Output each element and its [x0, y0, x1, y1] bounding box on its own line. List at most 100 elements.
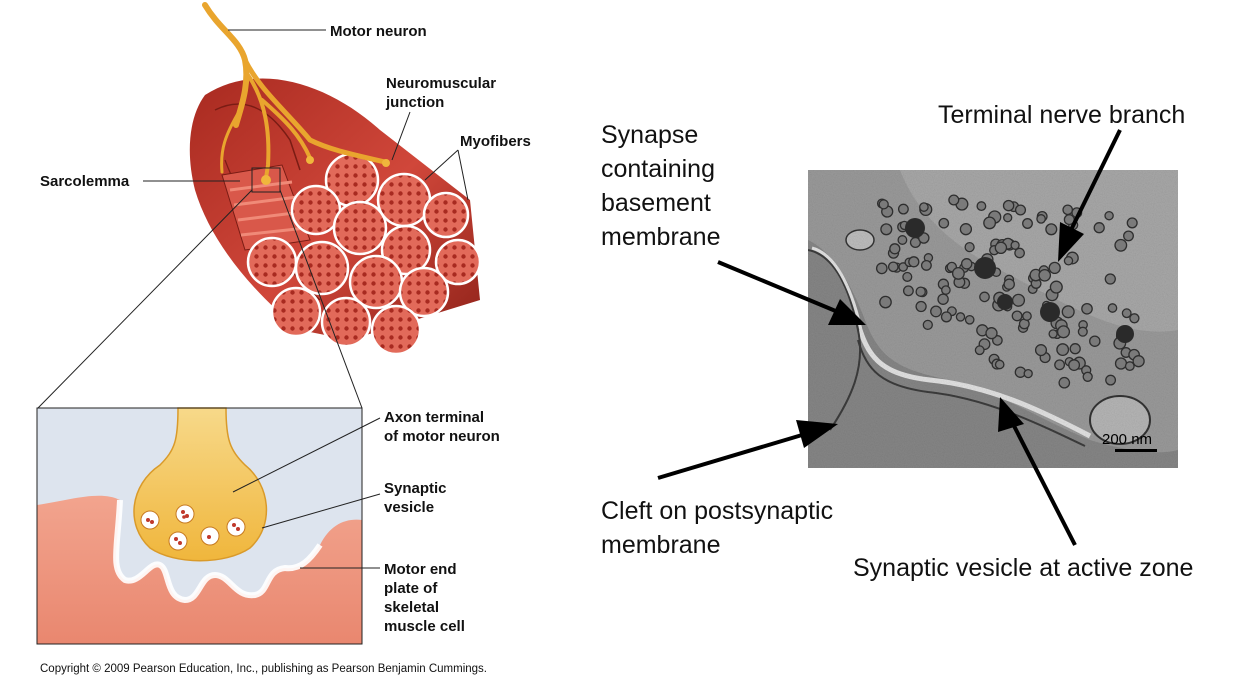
em-vesicle [1056, 343, 1070, 357]
em-vesicle [1022, 311, 1032, 321]
em-vesicle [994, 359, 1005, 370]
electron-micrograph: 200 nm [807, 170, 1178, 468]
em-vesicle [1010, 240, 1020, 250]
dense-core-vesicle [905, 218, 925, 238]
em-vesicle [915, 286, 926, 297]
em-vesicle [897, 203, 909, 215]
em-vesicle [938, 217, 950, 229]
label-myofibers: Myofibers [460, 133, 531, 150]
em-vesicle [955, 312, 966, 322]
label-motor-neuron: Motor neuron [330, 23, 427, 40]
label-active-zone: Synaptic vesicle at active zone [853, 554, 1193, 582]
em-vesicle [979, 291, 990, 303]
em-vesicle [1011, 293, 1026, 307]
em-vesicle [1093, 222, 1105, 234]
label-cleft-line1: Cleft on postsynaptic [601, 497, 833, 525]
right-labels: Synapse containing basement membrane Ter… [601, 101, 1193, 582]
label-synapse-line4: membrane [601, 223, 721, 251]
em-vesicle [951, 266, 965, 280]
em-vesicle [1062, 204, 1074, 216]
label-cleft-line2: membrane [601, 531, 721, 559]
em-vesicle [919, 202, 929, 212]
myofiber [376, 172, 432, 228]
em-vesicle [985, 327, 998, 340]
label-axon-line2: of motor neuron [384, 428, 500, 445]
em-vesicle [1014, 247, 1025, 259]
label-axon-line1: Axon terminal [384, 409, 484, 426]
myofiber [370, 304, 422, 356]
em-vesicle [915, 300, 927, 313]
em-vesicle [1048, 261, 1061, 275]
em-vesicle [1036, 214, 1046, 224]
em-vesicle [1114, 238, 1128, 252]
em-vesicle [1121, 308, 1132, 319]
dense-core-vesicle [1040, 302, 1060, 322]
synapse-inset [36, 407, 363, 645]
em-vesicle [1077, 326, 1088, 337]
em-vesicle [994, 241, 1008, 255]
em-vesicle [922, 319, 933, 331]
em-vesicle [1048, 329, 1058, 339]
em-vesicle [1082, 371, 1093, 382]
label-synapse-line2: containing [601, 155, 715, 183]
em-vesicle [1104, 273, 1116, 285]
label-vesicle-line2: vesicle [384, 499, 434, 516]
label-endplate-line4: muscle cell [384, 618, 465, 635]
em-vesicle [1129, 313, 1140, 324]
myofiber [398, 266, 450, 318]
em-vesicle [878, 199, 889, 210]
em-vesicle [1089, 335, 1101, 347]
em-vesicle [1056, 325, 1071, 339]
em-vesicle [964, 314, 975, 325]
myofiber [270, 286, 322, 338]
em-vesicle [1104, 210, 1114, 221]
em-vesicle [1123, 230, 1134, 242]
zoom-lines [37, 189, 363, 409]
em-vesicle [1023, 368, 1033, 379]
em-vesicle [1022, 218, 1033, 229]
em-vesicle [1045, 223, 1058, 236]
em-vesicle [897, 235, 908, 245]
em-vesicle [940, 311, 952, 323]
em-vesicle-cluster [875, 194, 1145, 389]
em-vesicle [1011, 310, 1023, 322]
em-vesicle [1002, 199, 1015, 212]
motor-neuron-illustration [202, 2, 390, 193]
em-vesicle [1014, 204, 1027, 216]
muscle-illustration [189, 78, 482, 356]
label-endplate-line2: plate of [384, 580, 438, 597]
em-vesicle [1105, 374, 1117, 386]
em-vesicle [930, 305, 942, 318]
em-vesicle [960, 258, 973, 270]
em-vesicle [1049, 280, 1063, 294]
em-vesicle [1068, 359, 1081, 372]
em-vesicle [902, 271, 913, 282]
em-vesicle [1054, 359, 1066, 371]
em-vesicle [1114, 357, 1128, 370]
em-vesicle [1034, 344, 1048, 357]
em-vesicle [1061, 305, 1075, 319]
em-vesicle [1126, 217, 1138, 229]
myofiber [422, 191, 470, 239]
label-synapse-line3: basement [601, 189, 711, 217]
synaptic-vesicles [140, 504, 246, 551]
em-vesicle [1124, 361, 1135, 372]
em-vesicle [889, 243, 901, 255]
myofiber [434, 238, 482, 286]
em-vesicle [964, 241, 975, 253]
label-endplate-line3: skeletal [384, 599, 439, 616]
em-vesicle [1069, 343, 1081, 355]
label-nmj-line2: junction [385, 94, 444, 111]
em-vesicle [937, 293, 949, 305]
myofiber [332, 200, 388, 256]
copyright-notice: Copyright © 2009 Pearson Education, Inc.… [40, 663, 487, 675]
em-vesicle [908, 256, 920, 268]
label-sarcolemma: Sarcolemma [40, 173, 130, 190]
em-vesicle [974, 345, 985, 356]
myofiber [246, 236, 298, 288]
dense-core-vesicle [974, 257, 996, 279]
em-vesicle [1038, 268, 1052, 282]
left-leader-lines [143, 29, 469, 569]
em-vesicle [948, 194, 960, 206]
